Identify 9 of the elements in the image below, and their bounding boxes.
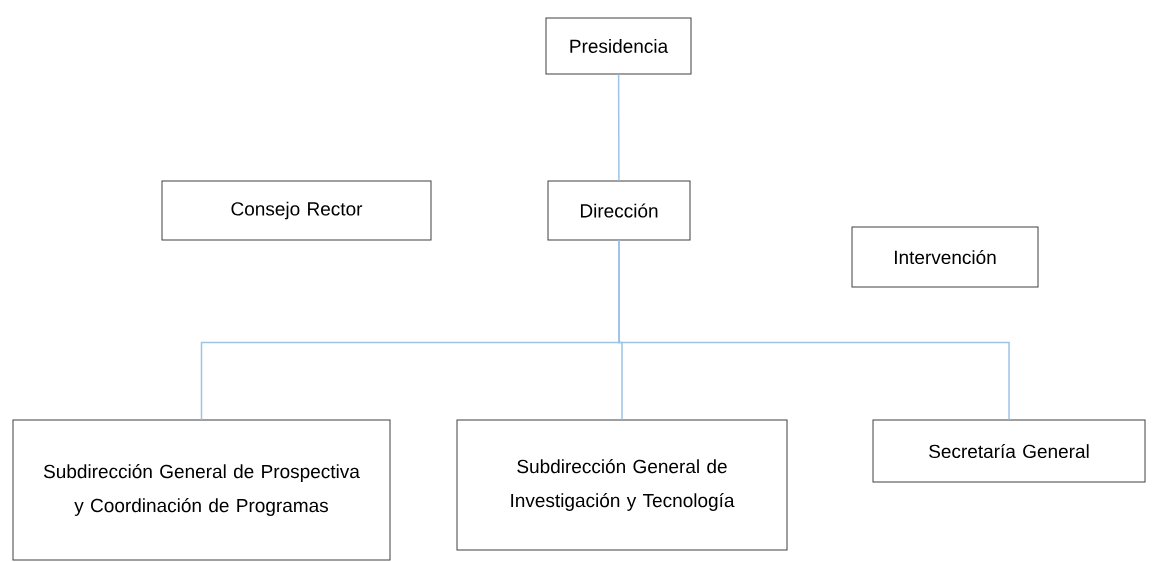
connector-line	[617, 73, 620, 182]
org-box: Secretaría General	[872, 419, 1146, 483]
org-box: Intervención	[851, 226, 1039, 288]
org-box: Subdirección General de Prospectiva y Coordinación de Programas	[12, 419, 391, 561]
org-box: Consejo Rector	[161, 180, 432, 241]
connector-line	[618, 239, 1010, 421]
org-box: Presidencia	[545, 17, 692, 75]
org-box: Dirección	[547, 180, 691, 241]
org-box: Subdirección General de Investigación y Tecnología	[456, 419, 788, 551]
